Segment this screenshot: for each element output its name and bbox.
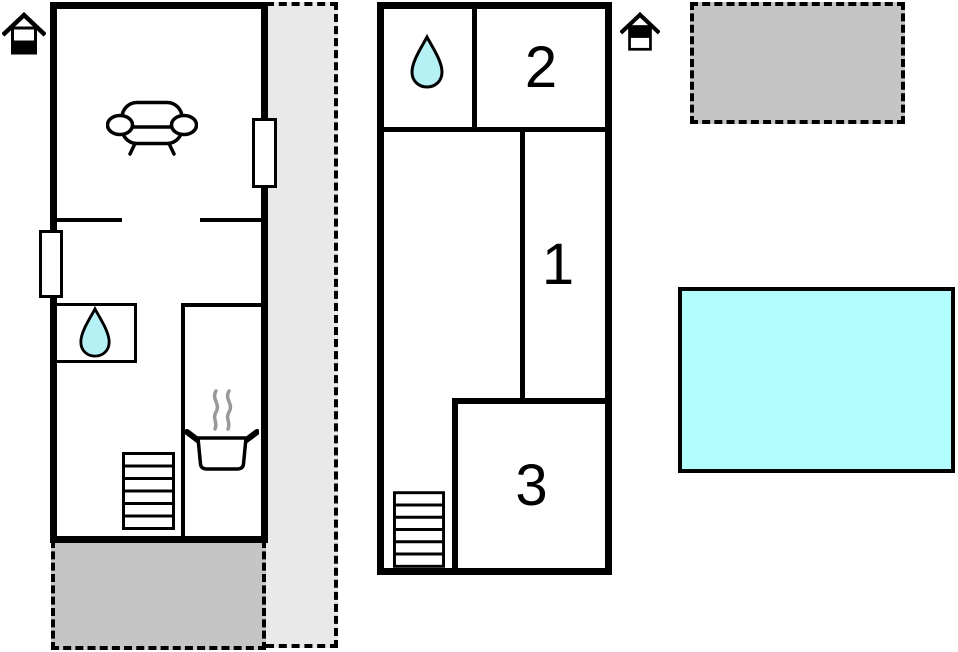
water-drop-icon	[409, 34, 445, 91]
kitchen-wall-horizontal	[181, 303, 261, 307]
sofa-icon	[106, 100, 198, 156]
house-ground-floor-icon	[2, 12, 46, 56]
ground-floor-plan	[50, 2, 268, 543]
stairs-icon	[393, 491, 445, 568]
side-strip-area	[266, 2, 338, 648]
upper-floor-plan: 2 1 3	[377, 2, 612, 575]
room3-wall-top	[452, 398, 605, 404]
room-label-1: 1	[541, 232, 575, 297]
room1-divider-wall	[520, 132, 525, 398]
water-drop-icon	[78, 306, 112, 360]
interior-wall-segment	[200, 218, 261, 222]
stairs-icon	[122, 452, 175, 530]
interior-wall-horizontal	[384, 127, 605, 132]
room-label-3: 3	[515, 453, 548, 518]
house-upper-floor-icon	[620, 10, 660, 54]
room3-wall-left	[452, 398, 458, 568]
ground-floor-terrace	[51, 540, 266, 650]
interior-wall-segment	[57, 218, 122, 222]
kitchen-wall-vertical	[181, 303, 185, 536]
upper-floor-terrace	[690, 2, 905, 124]
swimming-pool	[678, 287, 955, 473]
bathroom-box	[57, 303, 137, 363]
stove-pot-icon	[185, 388, 259, 472]
window	[39, 230, 63, 298]
bathroom-divider-wall	[472, 9, 477, 127]
window	[252, 118, 277, 188]
room-label-2: 2	[524, 35, 558, 100]
